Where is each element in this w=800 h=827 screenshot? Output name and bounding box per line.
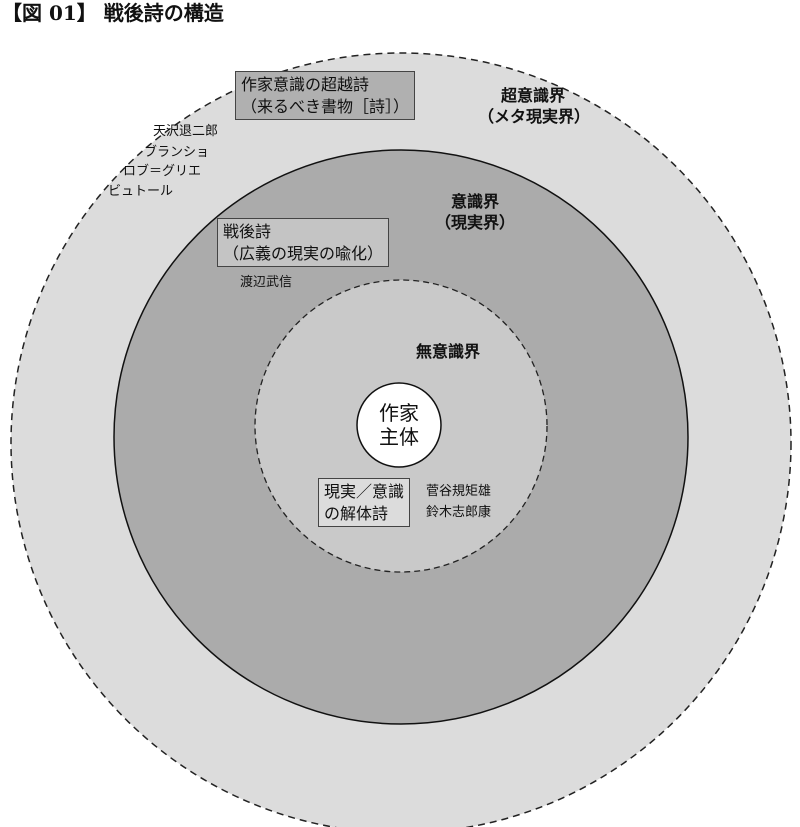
poet-name: ロブ＝グリエ — [123, 164, 202, 179]
dissolution-poetry-box: 現実／意識 の解体詩 — [318, 478, 411, 528]
author-subject-label: 作家 主体 — [357, 383, 441, 467]
outer-zone-title: 超意識界 — [500, 86, 565, 105]
poet-name: 鈴木志郎康 — [426, 505, 492, 520]
poet-name: 天沢退二郎 — [153, 124, 219, 139]
box-line: 戦後詩 — [223, 222, 272, 241]
author-subject-circle — [356, 382, 442, 468]
box-line: の解体詩 — [324, 503, 389, 523]
box-line: 現実／意識 — [324, 482, 405, 501]
inner-zone-title: 無意識界 — [415, 342, 480, 361]
box-line: （来るべき書物［詩］） — [241, 96, 410, 116]
middle-zone-label: 意識界 （現実界） — [425, 192, 525, 234]
transcendent-poetry-box: 作家意識の超越詩 （来るべき書物［詩］） — [235, 71, 416, 121]
author-line: 作家 — [379, 401, 419, 425]
middle-zone-subtitle: （現実界） — [434, 212, 515, 232]
box-line: 作家意識の超越詩 — [241, 75, 370, 94]
poet-name: ビュトール — [108, 184, 174, 199]
postwar-poetry-box: 戦後詩 （広義の現実の喩化） — [217, 218, 390, 268]
middle-zone-title: 意識界 — [450, 192, 499, 211]
outer-zone-subtitle: （メタ現実界） — [478, 106, 591, 126]
outer-zone-label: 超意識界 （メタ現実界） — [478, 86, 591, 128]
poet-name: 菅谷規矩雄 — [426, 484, 492, 499]
poet-name: ブランショ — [144, 145, 210, 160]
poet-name: 渡辺武信 — [240, 275, 293, 290]
author-line: 主体 — [379, 425, 419, 449]
box-line: （広義の現実の喩化） — [223, 243, 384, 263]
figure-title: 【図 01】 戦後詩の構造 — [2, 1, 224, 25]
